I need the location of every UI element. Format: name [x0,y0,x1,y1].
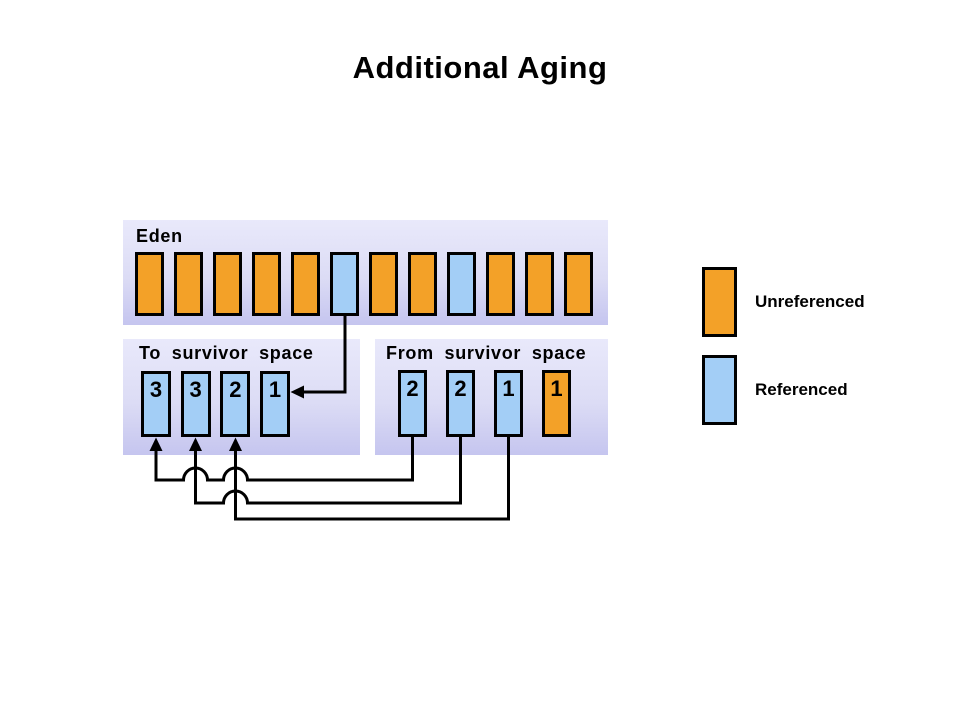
legend-item-referenced: Referenced [702,355,848,425]
eden-cell [174,252,203,316]
to-survivor-panel: To survivor space 3 3 2 1 [123,339,360,455]
eden-cell [486,252,515,316]
eden-cell [564,252,593,316]
legend-swatch-referenced-icon [702,355,737,425]
cell-age-label: 1 [502,376,515,401]
legend-item-unreferenced: Unreferenced [702,267,865,337]
eden-cell [135,252,164,316]
legend-label-referenced: Referenced [755,380,848,399]
cell-age-label: 2 [406,376,419,401]
eden-label: Eden [136,226,183,246]
eden-cell [447,252,476,316]
eden-cell [213,252,242,316]
legend-label-unreferenced: Unreferenced [755,292,865,311]
to-survivor-cell: 3 [141,371,171,437]
cell-age-label: 1 [550,376,563,401]
from-survivor-cell: 2 [446,370,475,437]
cell-age-label: 2 [454,376,467,401]
eden-panel: Eden [123,220,608,325]
from-survivor-cell: 2 [398,370,427,437]
eden-cells [135,252,593,316]
from-survivor-cell: 1 [542,370,571,437]
cell-age-label: 3 [189,377,202,402]
eden-cell [369,252,398,316]
from-survivor-cells: 2 2 1 1 [398,370,571,437]
to-survivor-cells: 3 3 2 1 [141,371,290,437]
cell-age-label: 3 [149,377,163,402]
legend-swatch-unreferenced-icon [702,267,737,337]
to-survivor-cell: 2 [220,371,251,437]
cell-age-label: 1 [268,377,282,402]
to-survivor-cell: 3 [180,371,211,437]
to-survivor-cell: 1 [259,371,290,437]
eden-cell [408,252,437,316]
eden-cell [252,252,281,316]
eden-cell [330,252,359,316]
eden-cell [525,252,554,316]
eden-cell [291,252,320,316]
from-survivor-panel: From survivor space 2 2 1 1 [375,339,608,455]
slide-title: Additional Aging [352,50,608,85]
cell-age-label: 2 [229,377,242,402]
from-survivor-cell: 1 [494,370,523,437]
to-survivor-label: To survivor space [139,343,314,363]
from-survivor-label: From survivor space [386,343,587,363]
